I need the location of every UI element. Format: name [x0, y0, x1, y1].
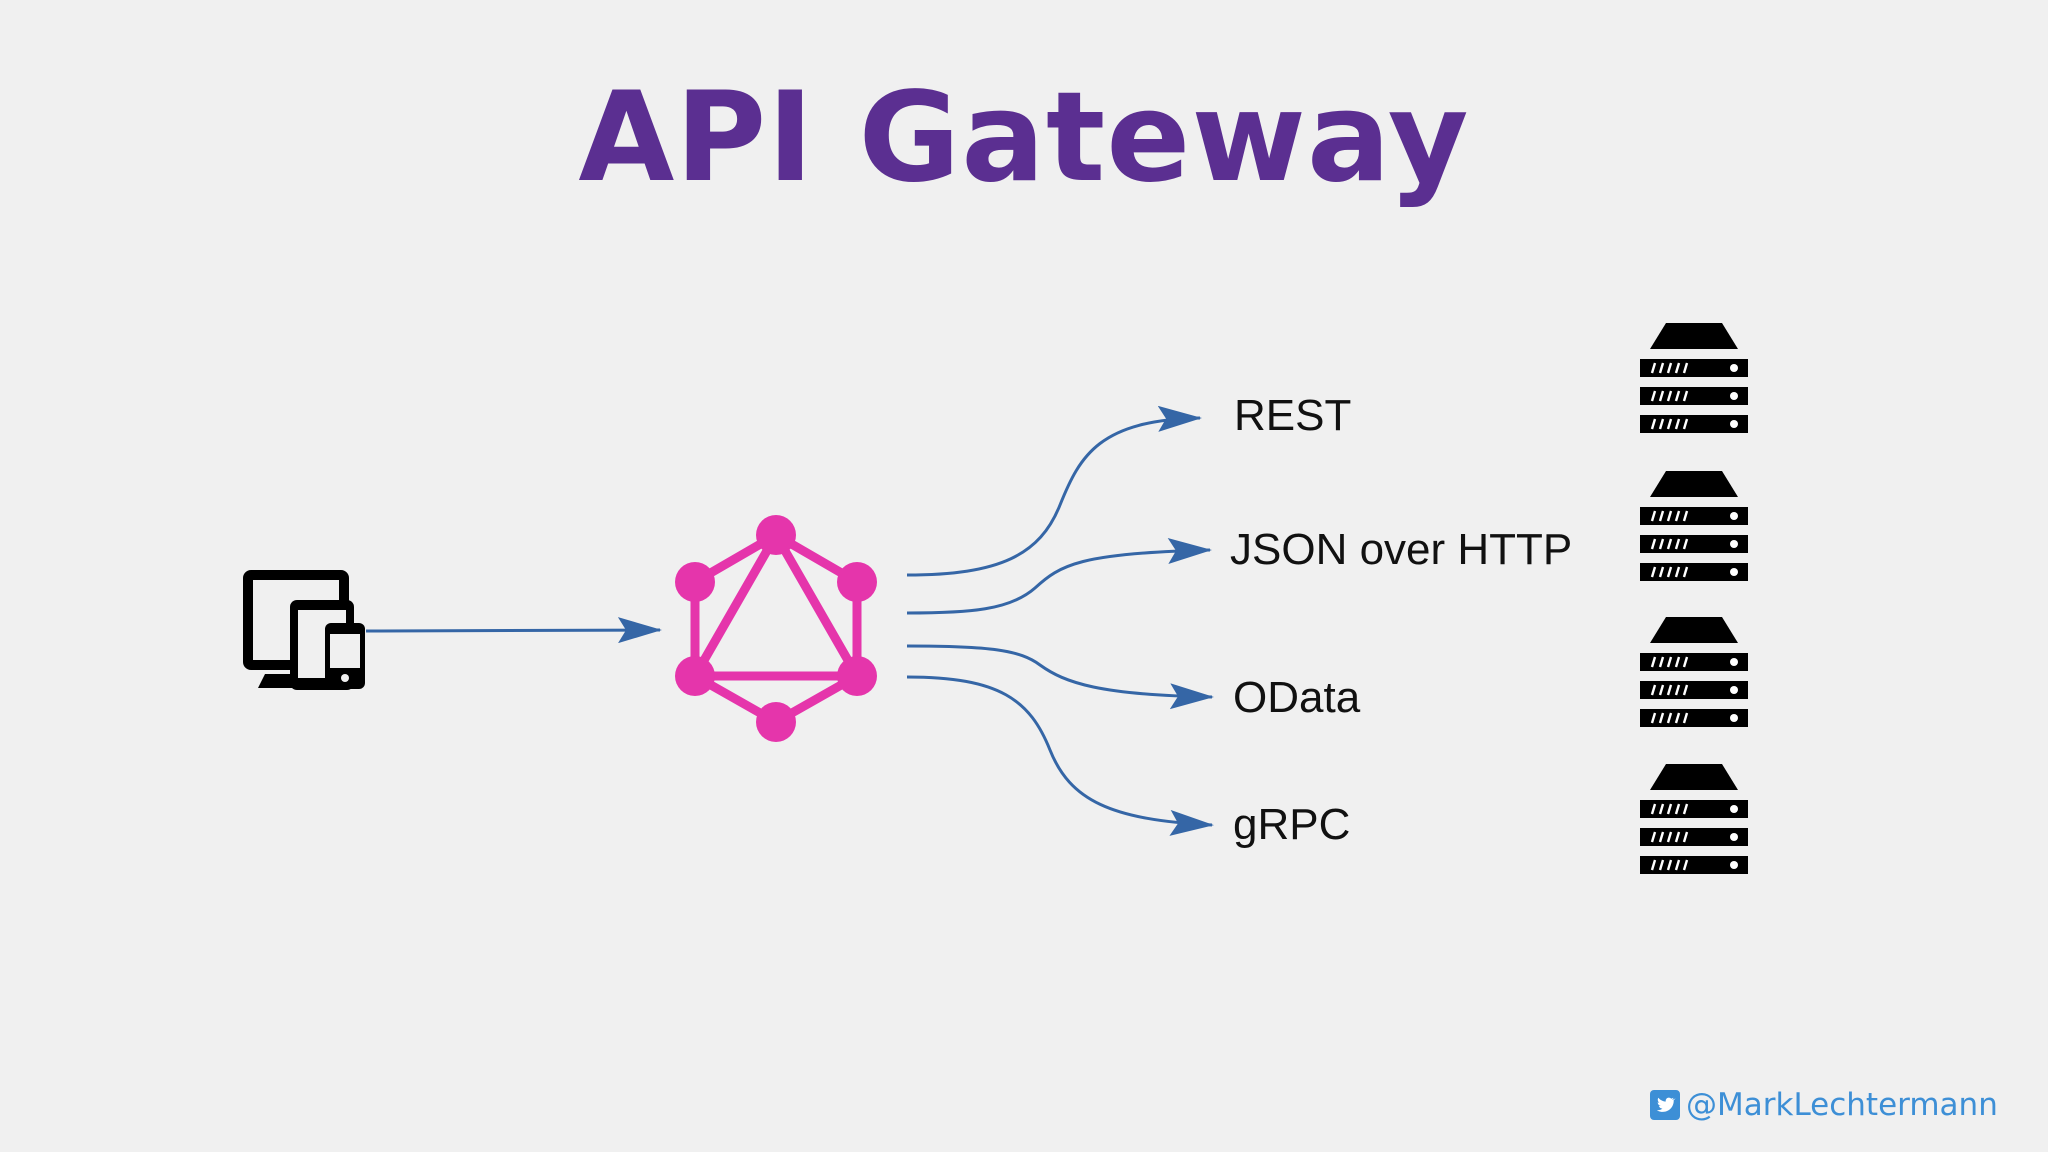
twitter-handle-text[interactable]: @MarkLechtermann: [1686, 1087, 1998, 1123]
client-to-gateway-arrow: [365, 617, 662, 644]
label-odata: OData: [1233, 673, 1361, 722]
server-rack-icon: [1640, 323, 1748, 433]
server-rack-icon: [1640, 471, 1748, 581]
arrow-grpc: [906, 675, 1214, 836]
graphql-icon: [675, 515, 877, 742]
label-rest: REST: [1234, 391, 1352, 440]
server-rack-icon: [1640, 617, 1748, 727]
twitter-handle[interactable]: @MarkLechtermann: [1650, 1085, 1998, 1125]
client-devices-icon: [243, 570, 365, 690]
page-title: API Gateway: [578, 66, 1470, 210]
label-grpc: gRPC: [1233, 800, 1351, 849]
arrow-odata: [906, 644, 1214, 710]
arrow-rest: [906, 405, 1202, 577]
server-rack-icon: [1640, 764, 1748, 874]
twitter-icon: [1650, 1090, 1680, 1120]
arrow-json: [906, 537, 1212, 615]
label-json-over-http: JSON over HTTP: [1230, 525, 1573, 574]
server-column: [1640, 323, 1748, 874]
